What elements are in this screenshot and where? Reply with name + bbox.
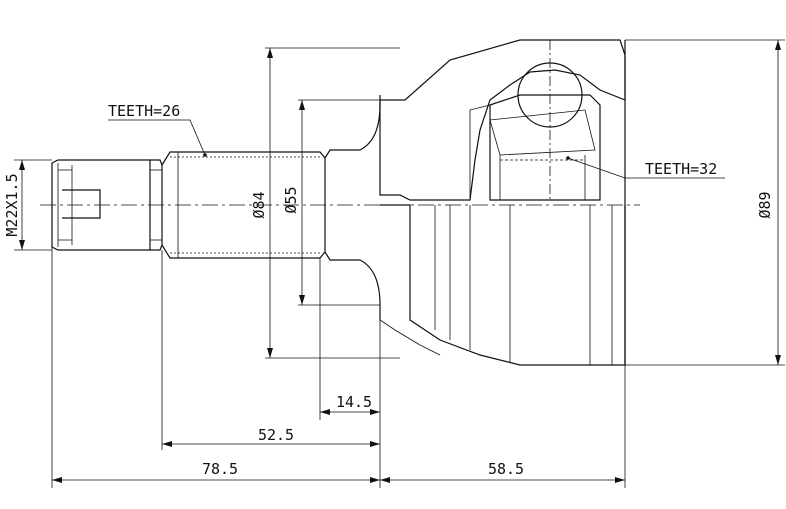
dim-84: Ø84 [250, 47, 400, 359]
dia-55-label: Ø55 [282, 186, 300, 213]
dim-52-5: 52.5 [161, 250, 381, 450]
outer-bell [379, 39, 626, 366]
dim-58-5-label: 58.5 [488, 460, 524, 478]
dia-89-label: Ø89 [756, 191, 774, 218]
dim-78-5-58-5: 78.5 58.5 [51, 247, 626, 488]
dim-14-5-label: 14.5 [336, 393, 372, 411]
teeth-26-label: TEETH=26 [108, 102, 180, 120]
splined-shaft [161, 151, 326, 259]
thread-label: M22X1.5 [3, 173, 21, 236]
dim-14-5: 14.5 [319, 258, 381, 420]
dim-55: Ø55 [282, 99, 380, 306]
threaded-tip [51, 159, 163, 251]
dim-78-5-label: 78.5 [202, 460, 238, 478]
shaft-neck [324, 95, 381, 320]
inner-race [469, 40, 601, 201]
dim-89: Ø89 [625, 39, 785, 366]
dia-84-label: Ø84 [250, 191, 268, 218]
dim-thread: M22X1.5 [3, 159, 52, 251]
leader-teeth-32: TEETH=32 [566, 156, 725, 179]
dim-52-5-label: 52.5 [258, 426, 294, 444]
teeth-32-label: TEETH=32 [645, 160, 717, 178]
leader-teeth-26: TEETH=26 [108, 102, 207, 157]
